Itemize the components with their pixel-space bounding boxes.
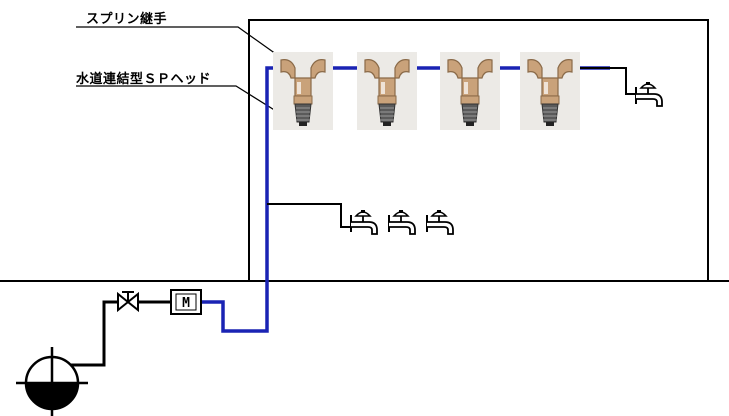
- sprinkler-unit: [357, 52, 417, 130]
- faucet-icon: [426, 210, 454, 235]
- sprinkler-joint: [527, 59, 573, 97]
- faucet-icon: [350, 210, 378, 235]
- faucet-icon: [388, 210, 416, 235]
- leader-line-sprinkler-joint: [76, 26, 291, 65]
- sprinkler-units: [273, 52, 580, 130]
- faucet-icon: [635, 82, 663, 107]
- sprinkler-joint: [280, 59, 326, 97]
- branch-pipe-lower-faucets: [267, 203, 351, 228]
- gate-valve: [117, 291, 139, 313]
- label-water-connected-sp-head: 水道連結型ＳＰヘッド: [76, 72, 212, 87]
- sprinkler-head: [377, 95, 397, 126]
- branch-pipe-end-faucet: [575, 67, 636, 95]
- water-main: [16, 347, 88, 416]
- faucets: [350, 82, 663, 235]
- sprinkler-joint: [364, 59, 410, 97]
- label-sprinkler-joint: スプリン継手: [86, 12, 168, 27]
- sprinkler-head: [460, 95, 480, 126]
- water-meter: M: [170, 289, 202, 315]
- supply-pipe-black: [52, 300, 118, 367]
- water-meter-letter: M: [182, 296, 190, 311]
- leader-line-head: [76, 85, 293, 122]
- sprinkler-head: [540, 95, 560, 126]
- sprinkler-head: [293, 95, 313, 126]
- building-outline: [248, 19, 709, 280]
- sprinkler-joint: [447, 59, 493, 97]
- sprinkler-unit: [520, 52, 580, 130]
- sprinkler-unit: [273, 52, 333, 130]
- sprinkler-unit: [440, 52, 500, 130]
